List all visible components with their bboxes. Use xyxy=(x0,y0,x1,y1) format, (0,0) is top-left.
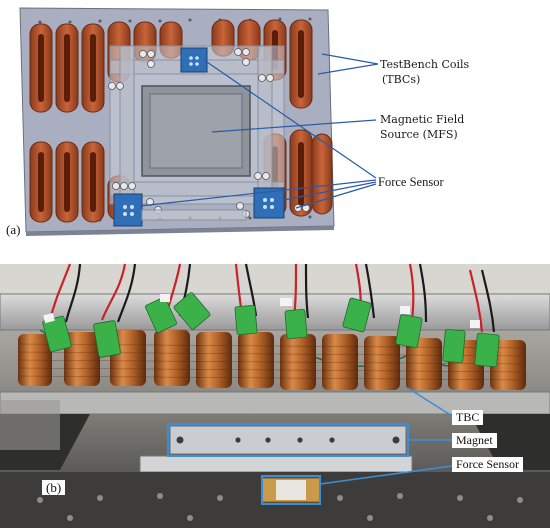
force-sensor-callout-box xyxy=(261,475,321,505)
force-sensor-bottom-right xyxy=(253,187,285,219)
label-tbc-b: TBC xyxy=(452,410,484,425)
label-mfs-line2: Source (MFS) xyxy=(380,128,458,141)
label-mfs-line1: Magnetic Field xyxy=(380,113,465,126)
magnet-bar xyxy=(169,425,407,455)
label-force-sensor-a: Force Sensor xyxy=(378,175,444,189)
annotation-lines-a xyxy=(139,53,379,209)
label-magnet-b: Magnet xyxy=(452,433,497,448)
magnet-bolts xyxy=(176,436,400,444)
support-plate xyxy=(139,455,413,473)
callout-lines-b xyxy=(319,387,453,485)
panel-b-photo xyxy=(0,263,550,528)
panel-a-render xyxy=(19,7,379,236)
label-tbc-line2: (TBCs) xyxy=(382,73,421,86)
connector-tags xyxy=(43,294,480,328)
photo-force-sensor xyxy=(261,477,321,503)
force-sensor-top xyxy=(180,47,208,73)
green-connectors xyxy=(42,292,500,368)
panel-a-tag: (a) xyxy=(6,222,21,237)
floor-bolts xyxy=(37,493,523,521)
lower-rail xyxy=(0,391,550,415)
panel-b-tag: (b) xyxy=(42,480,66,495)
bottom-rail xyxy=(141,209,247,221)
label-tbc-line1: TestBench Coils xyxy=(380,58,470,71)
coil-bank-bottom-left xyxy=(29,141,131,223)
label-force-sensor-b: Force Sensor xyxy=(452,457,523,472)
top-aluminium-frame xyxy=(0,293,550,331)
force-sensor-bottom-left xyxy=(113,193,143,227)
floor-texture xyxy=(0,400,60,450)
